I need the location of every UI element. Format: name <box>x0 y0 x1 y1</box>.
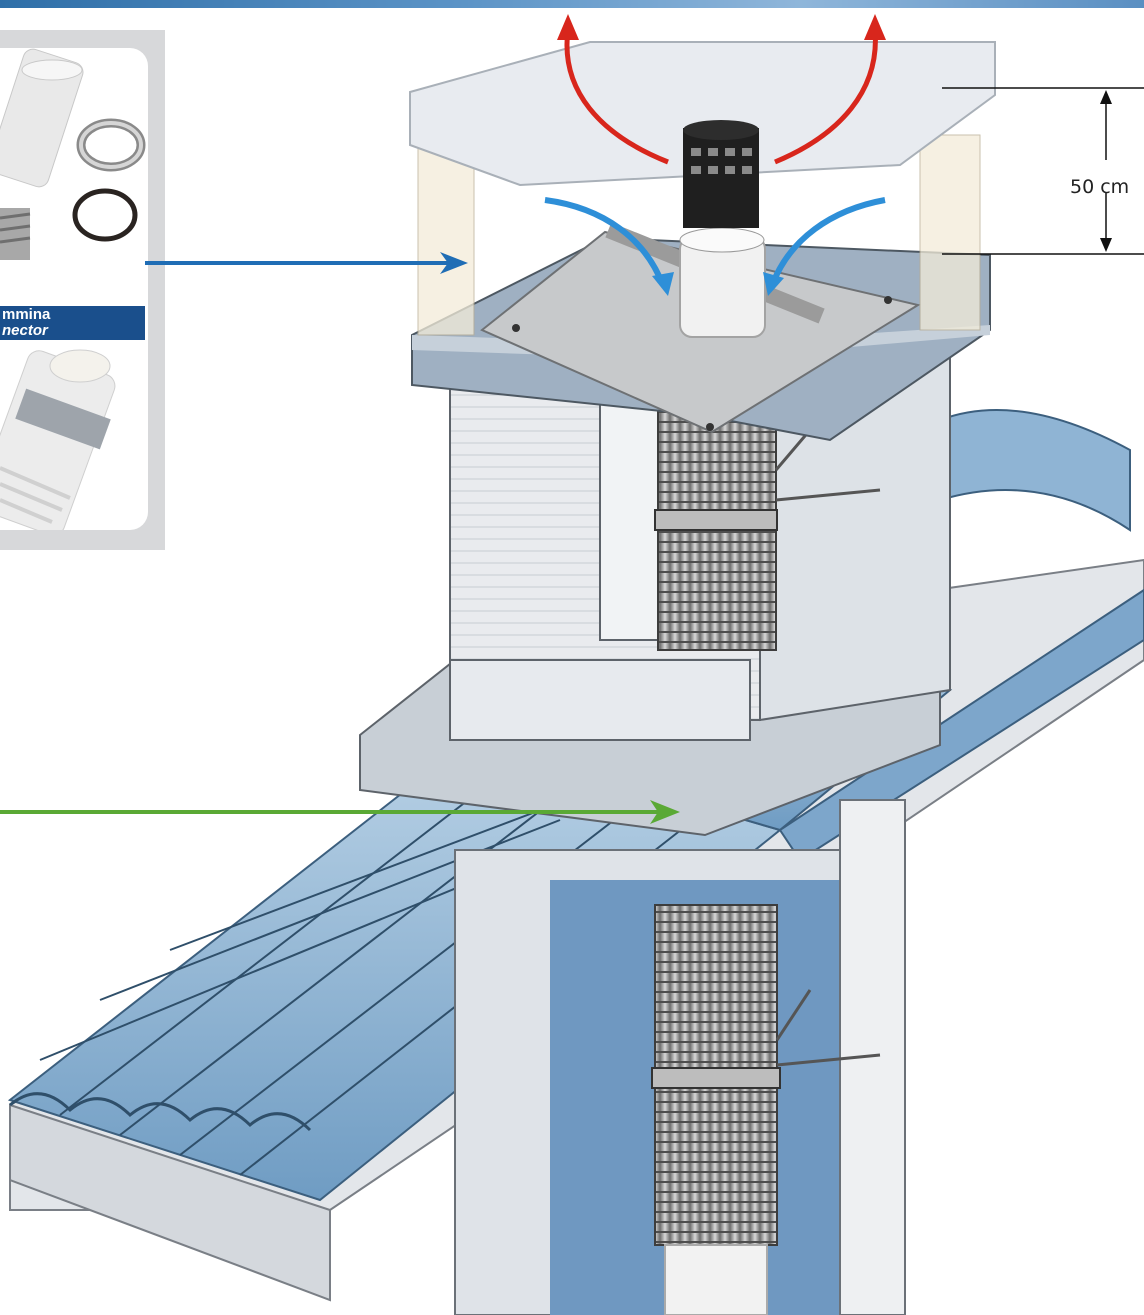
corrugated-stub-icon <box>0 208 31 260</box>
chimney-stack <box>359 348 951 837</box>
dimension-marker <box>942 87 1144 255</box>
inset-caption: mmina nector <box>0 306 145 340</box>
inset-caption-line1: mmina <box>2 306 51 323</box>
cap-glass-posts <box>417 134 981 336</box>
inset-caption-line2: nector <box>2 322 48 339</box>
pipe-connector-icon <box>0 349 116 530</box>
flue-pipe-icon <box>0 48 84 188</box>
callout-arrow-blue <box>145 252 468 274</box>
chimney-top-cap <box>409 41 996 187</box>
component-inset-card: mmina nector <box>0 48 148 530</box>
gasket-ring-icon <box>72 188 138 242</box>
corrugated-flue-lower <box>651 904 881 1315</box>
dimension-label: 50 cm <box>1070 176 1130 198</box>
callout-arrow-green <box>0 800 680 824</box>
top-banner-strip <box>0 0 1144 8</box>
flue-terminal <box>679 120 766 338</box>
airflow-arrows <box>544 14 886 296</box>
clamp-ring-icon <box>76 118 146 172</box>
